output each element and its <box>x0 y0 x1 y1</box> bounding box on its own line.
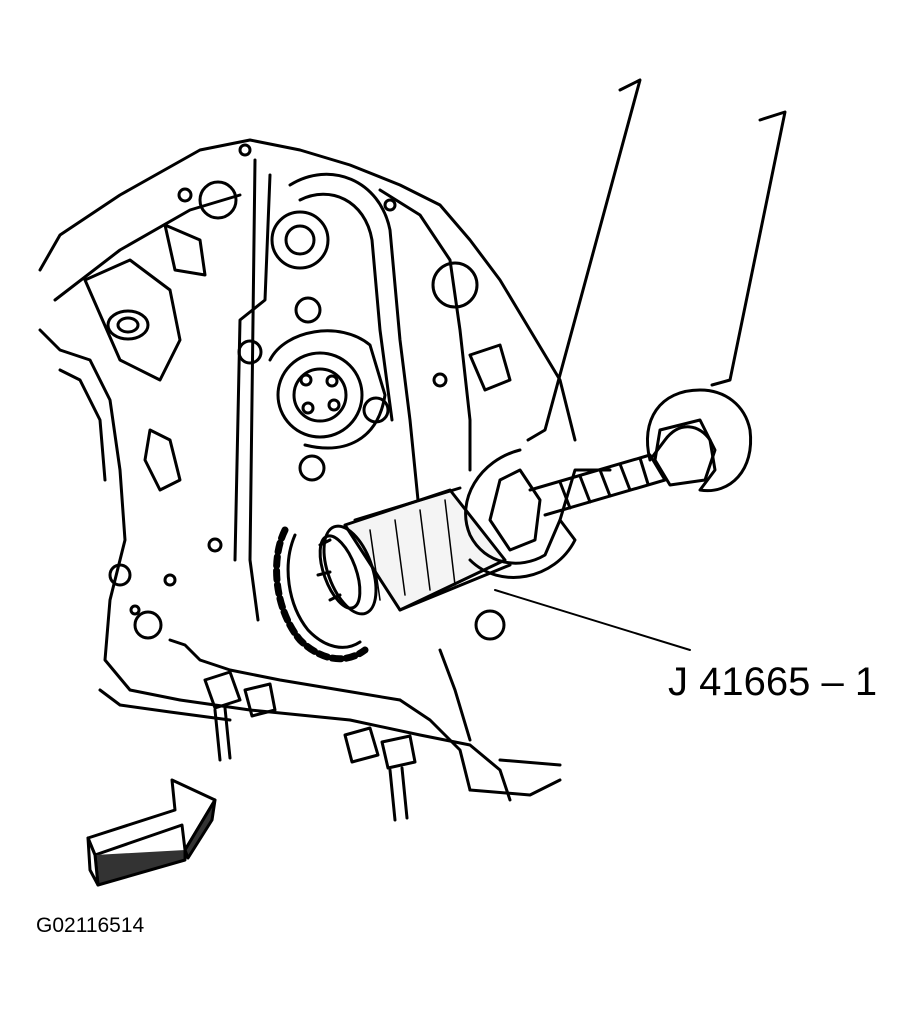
wrench-lower <box>645 110 787 493</box>
camshaft-hub <box>268 329 387 450</box>
forcing-bolt <box>488 418 717 552</box>
engine-bolt-holes <box>108 143 512 641</box>
tool-callout-label: J 41665 – 1 <box>668 660 878 704</box>
wrench-upper <box>464 78 642 579</box>
lower-bolts <box>203 670 417 822</box>
callout-leader-line <box>494 589 691 651</box>
engine-block <box>38 138 577 802</box>
tool-cylinder <box>316 486 512 616</box>
timing-sprocket <box>273 526 369 663</box>
view-direction-arrow <box>86 778 217 887</box>
sensor-bracket <box>83 258 182 492</box>
figure-code: G02116514 <box>36 914 145 937</box>
